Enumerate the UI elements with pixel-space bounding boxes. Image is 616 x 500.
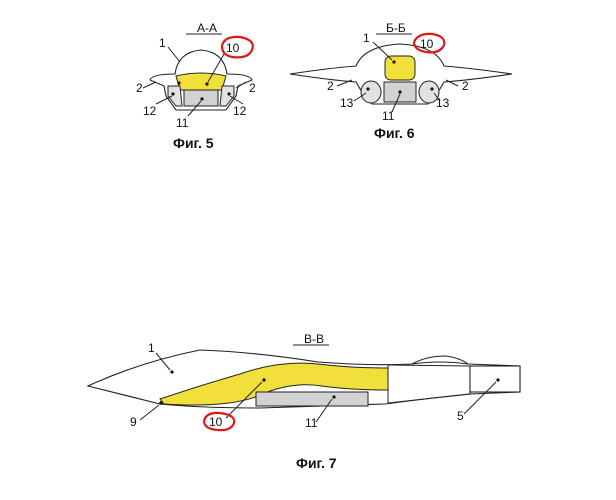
- fig7-dot: [262, 378, 266, 382]
- fig6-left-bay: [360, 80, 382, 104]
- leader-line: [445, 79, 459, 87]
- fig6-label-center-bay: 11: [382, 109, 395, 123]
- fig5-dot: [200, 97, 204, 101]
- fig7-label-bay: 11: [305, 416, 318, 430]
- fig6-label-left-bay: 13: [340, 96, 354, 110]
- fig6-label-duct: 10: [420, 37, 434, 51]
- leader-line: [353, 92, 367, 102]
- fig5-label-center-bay: 11: [176, 116, 189, 130]
- fig7-highlight-circle: [202, 411, 236, 432]
- leader-line: [372, 41, 393, 61]
- leader-line: [225, 381, 263, 419]
- fig5-dot: [177, 81, 181, 85]
- fig5-label-right-side: 2: [249, 81, 256, 95]
- fig5-label-body: 1: [159, 36, 166, 50]
- fig5-label-duct: 10: [226, 41, 240, 55]
- fig7-bay: [255, 391, 369, 407]
- leader-line: [155, 95, 173, 105]
- fig7-label-nose: 9: [130, 415, 137, 429]
- fig5-right-bay: [219, 85, 235, 107]
- leader-line: [433, 92, 441, 102]
- fig7-canopy-line: [411, 361, 469, 365]
- leader-line: [155, 352, 171, 371]
- figure-5: А-А 1 10 2 2 12 12 11 Фиг. 5: [136, 21, 256, 151]
- fig7-label-duct: 10: [209, 415, 223, 429]
- leader-line: [187, 100, 202, 117]
- fig6-duct: [384, 55, 416, 81]
- fig7-dot: [170, 370, 174, 374]
- fig5-label-left-bay: 12: [143, 104, 157, 118]
- figure-7: В-В 1 9 10 11 5 Фиг. 7: [86, 332, 521, 471]
- leader-line: [167, 46, 181, 63]
- fig7-dot: [332, 395, 336, 399]
- section-label-b-b: Б-Б: [386, 21, 406, 35]
- leader-line: [142, 81, 157, 89]
- leader-line: [391, 93, 401, 113]
- fig6-label-right-bay: 13: [436, 96, 450, 110]
- leader-line: [139, 404, 160, 421]
- section-label-v-v: В-В: [304, 332, 324, 346]
- fig7-label-body: 1: [148, 341, 155, 355]
- leader-line: [463, 381, 497, 415]
- fig7-nozzle: [469, 365, 521, 393]
- fig6-highlight-circle: [412, 32, 446, 54]
- leader-line: [315, 398, 333, 423]
- fig5-dot: [171, 92, 175, 96]
- fig6-right-bay: [418, 80, 440, 104]
- fig7-dot: [159, 401, 163, 405]
- figure-6: Б-Б 1 10 2 2 13 13 11 Фиг. 6: [289, 21, 513, 141]
- leader-line: [336, 79, 353, 87]
- section-label-a-a: А-А: [197, 21, 217, 35]
- fig5-highlight-circle: [220, 35, 254, 59]
- leader-line: [229, 95, 244, 105]
- fig5-dot: [205, 82, 209, 86]
- fig6-dot: [392, 60, 396, 64]
- leader-line: [207, 53, 225, 83]
- fig6-dot: [430, 87, 434, 91]
- fig6-label-left-side: 2: [327, 79, 334, 93]
- fig5-label-left-side: 2: [136, 81, 143, 95]
- figure-5-caption: Фиг. 5: [173, 135, 214, 151]
- fig6-label-body: 1: [363, 31, 370, 45]
- figure-6-caption: Фиг. 6: [374, 125, 415, 141]
- fig7-label-nozzle: 5: [457, 409, 464, 423]
- fig7-dot: [496, 378, 500, 382]
- leader-line: [235, 81, 247, 89]
- figure-7-caption: Фиг. 7: [296, 455, 337, 471]
- fig6-label-right-side: 2: [462, 79, 469, 93]
- fig5-dot: [227, 92, 231, 96]
- fig6-dot: [366, 87, 370, 91]
- fig5-left-bay: [167, 85, 183, 107]
- fig5-label-right-bay: 12: [233, 104, 247, 118]
- fig5-duct: [175, 72, 227, 91]
- fig6-dot: [398, 90, 402, 94]
